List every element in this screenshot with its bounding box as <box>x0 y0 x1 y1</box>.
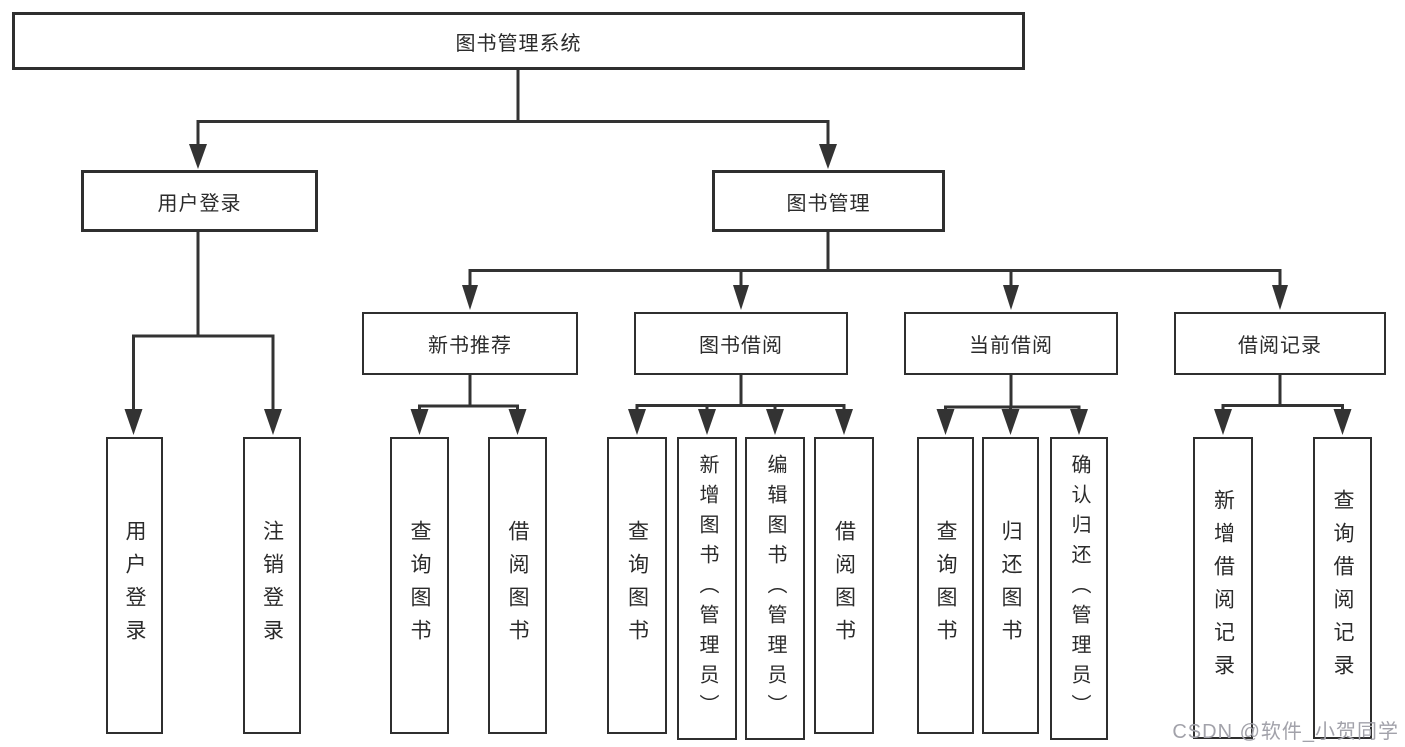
leaf-current-query-books: 查询图书 <box>917 437 974 734</box>
arrowhead <box>733 285 749 310</box>
leaf-borrowing-edit-books-admin: 编辑图书（管理员） <box>745 437 805 740</box>
leaf-newbook-borrow-books: 借阅图书 <box>488 437 547 734</box>
arrowhead <box>189 144 207 169</box>
arrowhead <box>698 409 716 435</box>
connector-newbook-rail <box>418 404 519 412</box>
arrowhead <box>1070 409 1088 435</box>
watermark: CSDN @软件_小贺同学 <box>1172 721 1399 743</box>
arrowhead <box>1272 285 1288 310</box>
leaf-current-return-books: 归还图书 <box>982 437 1039 734</box>
leaf-borrowing-query-books: 查询图书 <box>607 437 667 734</box>
leaf-user-login: 用户登录 <box>106 437 163 734</box>
arrowhead <box>766 409 784 435</box>
leaf-newbook-query-books: 查询图书 <box>390 437 449 734</box>
leaf-records-add-record: 新增借阅记录 <box>1193 437 1253 739</box>
leaf-records-query-record: 查询借阅记录 <box>1313 437 1372 739</box>
node-user-login: 用户登录 <box>81 170 318 232</box>
arrowhead <box>819 144 837 169</box>
leaf-borrowing-borrow-books: 借阅图书 <box>814 437 874 734</box>
leaf-logout: 注销登录 <box>243 437 301 734</box>
arrowhead <box>1333 409 1352 435</box>
connector-level2-rail <box>196 120 830 148</box>
node-book-borrowing: 图书借阅 <box>634 312 848 375</box>
node-library-system: 图书管理系统 <box>12 12 1025 70</box>
node-borrowing-records: 借阅记录 <box>1174 312 1386 375</box>
arrowhead <box>462 285 478 310</box>
arrowhead <box>124 409 143 435</box>
connector-level3-rail <box>468 269 1282 288</box>
connector-records-rail <box>1221 404 1344 412</box>
connector-borrow-rail <box>635 404 846 412</box>
leaf-borrowing-add-books-admin: 新增图书（管理员） <box>677 437 737 740</box>
arrowhead <box>1003 285 1019 310</box>
arrowhead <box>628 409 646 435</box>
leaf-current-confirm-return-admin: 确认归还（管理员） <box>1050 437 1108 740</box>
arrowhead <box>835 409 853 435</box>
node-book-management: 图书管理 <box>712 170 945 232</box>
connector-userlogin-rail <box>132 334 275 412</box>
arrowhead <box>936 409 955 435</box>
arrowhead <box>410 409 429 435</box>
arrowhead <box>508 409 527 435</box>
node-new-book-recommend: 新书推荐 <box>362 312 578 375</box>
arrowhead <box>1214 409 1232 435</box>
arrowhead <box>1001 409 1020 435</box>
node-current-borrowing: 当前借阅 <box>904 312 1118 375</box>
arrowhead <box>264 409 282 435</box>
